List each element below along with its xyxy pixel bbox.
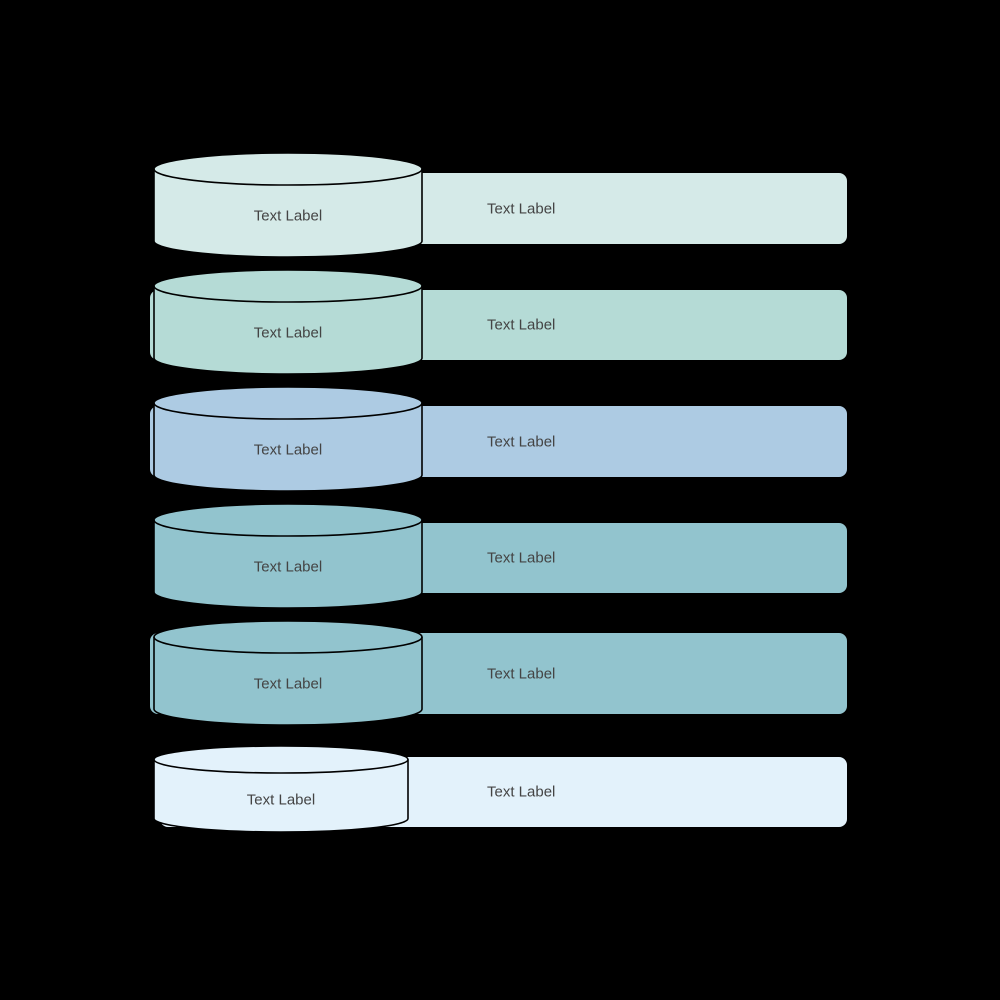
bar-label: Text Label <box>487 200 556 217</box>
bar-label: Text Label <box>487 316 556 334</box>
cylinder-icon <box>153 745 409 833</box>
cylinder-label: Text Label <box>253 324 323 342</box>
cylinder-label: Text Label <box>246 791 316 809</box>
cylinder-icon <box>153 269 423 375</box>
database-cylinder-shape[interactable]: Text Label <box>153 269 423 375</box>
cylinder-label: Text Label <box>253 558 323 576</box>
database-cylinder-shape[interactable]: Text Label <box>153 745 409 833</box>
cylinder-label: Text Label <box>253 441 323 459</box>
cylinder-icon <box>153 503 423 609</box>
bar-label: Text Label <box>487 549 556 567</box>
cylinder-label: Text Label <box>253 207 323 225</box>
cylinder-label: Text Label <box>253 675 323 693</box>
cylinder-icon <box>153 386 423 492</box>
bar-label: Text Label <box>487 433 556 450</box>
database-cylinder-shape[interactable]: Text Label <box>153 620 423 726</box>
cylinder-icon <box>153 152 423 258</box>
cylinder-icon <box>153 620 423 726</box>
database-cylinder-shape[interactable]: Text Label <box>153 386 423 492</box>
database-cylinder-shape[interactable]: Text Label <box>153 503 423 609</box>
database-cylinder-shape[interactable]: Text Label <box>153 152 423 258</box>
bar-label: Text Label <box>487 665 556 682</box>
bar-label: Text Label <box>487 783 556 801</box>
